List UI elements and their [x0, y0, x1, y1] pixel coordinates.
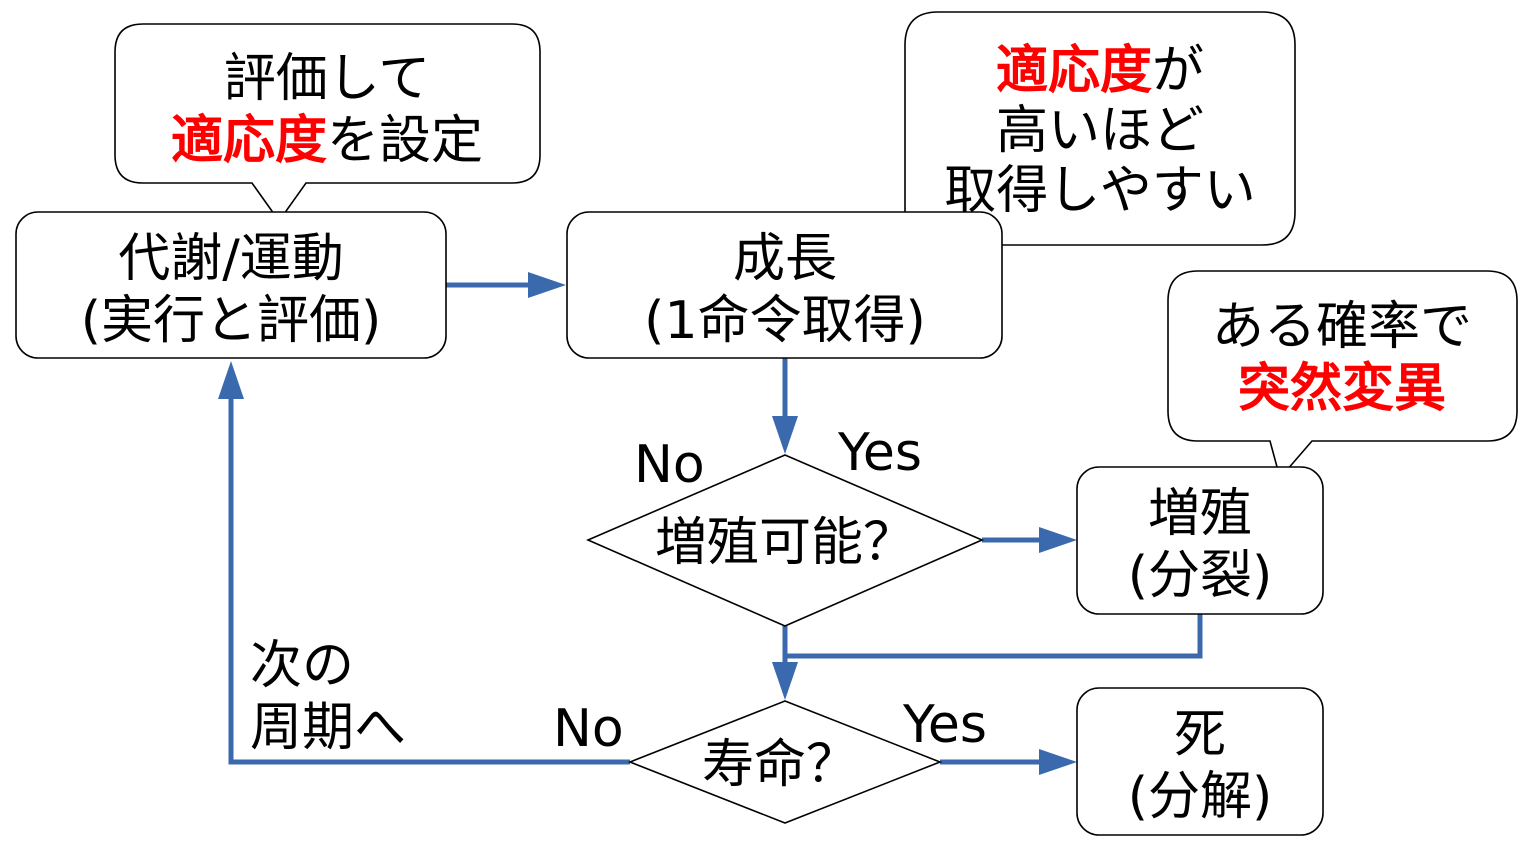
callout-fitness-line2: 高いほど: [996, 101, 1204, 161]
label-lifespan-no: No: [553, 699, 624, 759]
node-reproduction-line1: 増殖: [1148, 484, 1252, 544]
decision-lifespan-label: 寿命？: [702, 735, 858, 795]
label-reproduce-yes: Yes: [837, 423, 922, 483]
node-death-line2: (分解): [1128, 767, 1273, 827]
arrowhead-decision: [772, 416, 798, 454]
node-reproduction: 増殖 (分裂): [1076, 466, 1324, 615]
callout-fitness-line1: 適応度が: [996, 41, 1204, 101]
arrow-reproduction-to-lifespan: [785, 614, 1203, 659]
node-reproduction-line2: (分裂): [1128, 546, 1273, 606]
arrowhead-metabolism: [218, 361, 244, 399]
callout-fitness: 適応度が 高いほど 取得しやすい: [904, 11, 1296, 268]
node-metabolism-line1: 代謝/運動: [118, 229, 344, 289]
arrow-next-cycle: [228, 395, 630, 765]
label-lifespan-yes: Yes: [902, 695, 987, 755]
label-next-cycle-line1: 次の: [250, 636, 354, 696]
node-metabolism: 代謝/運動 (実行と評価): [15, 211, 447, 359]
arrowhead-growth: [528, 272, 566, 298]
decision-lifespan: 寿命？: [627, 700, 943, 824]
arrowhead-death: [1039, 749, 1077, 775]
callout-mutation: ある確率で 突然変異: [1167, 270, 1518, 480]
callout-mutation-line2: 突然変異: [1238, 359, 1446, 419]
callout-mutation-line1: ある確率で: [1212, 297, 1472, 357]
arrowhead-lifespan: [772, 662, 798, 700]
callout-evaluate-line1: 評価して: [224, 49, 430, 109]
node-death-line1: 死: [1174, 705, 1226, 765]
node-growth: 成長 (1命令取得): [566, 211, 1003, 359]
node-death: 死 (分解): [1076, 687, 1324, 836]
node-metabolism-line2: (実行と評価): [81, 291, 382, 351]
label-next-cycle-line2: 周期へ: [250, 698, 406, 758]
arrowhead-reproduction: [1039, 527, 1077, 553]
node-growth-line1: 成長: [733, 229, 837, 289]
callout-evaluate: 評価して 適応度を設定: [114, 23, 541, 223]
decision-can-reproduce-label: 増殖可能？: [655, 513, 915, 573]
decision-can-reproduce: 増殖可能？: [585, 454, 985, 627]
label-reproduce-no: No: [634, 435, 705, 495]
flow-arrows: [218, 272, 1203, 775]
node-growth-line2: (1命令取得): [644, 291, 926, 351]
callout-evaluate-line2: 適応度を設定: [171, 111, 483, 171]
callout-fitness-line3: 取得しやすい: [944, 161, 1255, 221]
